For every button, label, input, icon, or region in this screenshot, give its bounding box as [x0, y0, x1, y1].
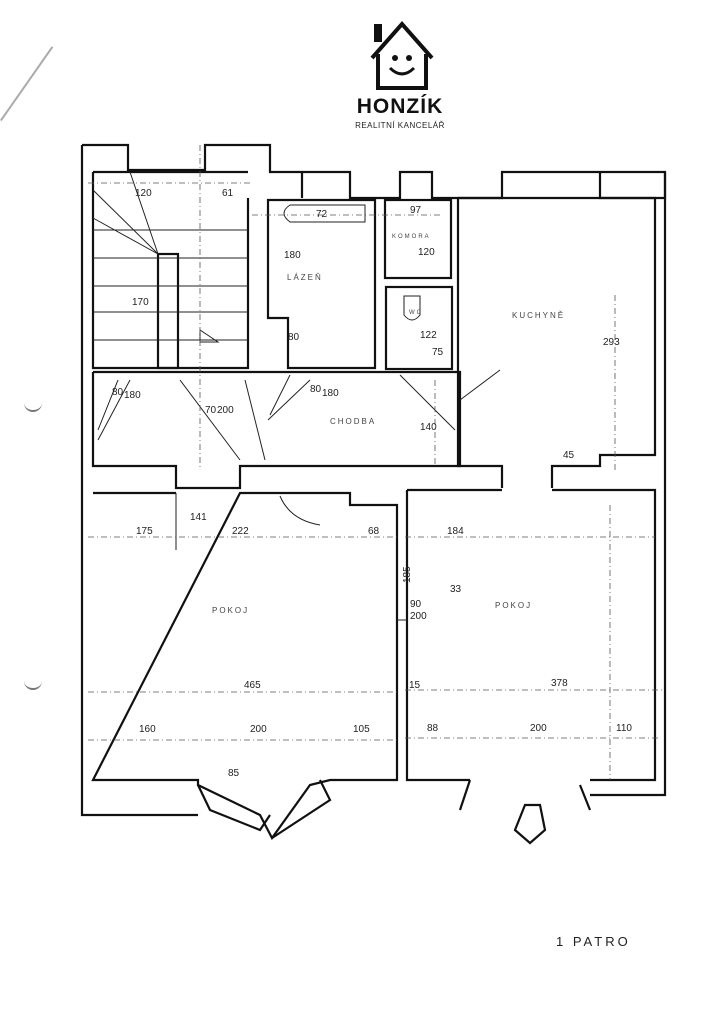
room-label-right-room: POKOJ: [495, 601, 532, 610]
room-label-kitchen: KUCHYNĚ: [512, 311, 565, 320]
company-logo: HONZÍK REALITNÍ KANCELÁŘ: [340, 18, 460, 130]
dim-label: 80: [288, 332, 300, 343]
stair-core: [156, 252, 180, 370]
dim-label: 88: [427, 723, 439, 734]
dim-label: 97: [410, 205, 422, 216]
dim-label: 90: [410, 599, 422, 610]
dim-label: 75: [432, 347, 444, 358]
dim-label: 378: [551, 678, 568, 689]
dim-label: 141: [190, 512, 207, 523]
dim-label: 68: [368, 526, 380, 537]
dim-label: 80: [112, 387, 124, 398]
room-label-hallway: CHODBA: [330, 417, 376, 426]
room-label-bathroom: LÁZEŇ: [287, 273, 323, 282]
dim-label: 200: [250, 724, 267, 735]
dim-label: 200: [410, 611, 427, 622]
toilet-icon: [403, 295, 421, 321]
left-bay-window: [197, 779, 332, 839]
right-bay-window: [458, 779, 592, 845]
dim-label: 122: [420, 330, 437, 341]
left-room-walls: [91, 491, 399, 841]
punch-hole: [24, 672, 42, 690]
room-label-wc: WC: [409, 310, 423, 316]
dim-label: 105: [353, 724, 370, 735]
dim-label: 110: [616, 723, 632, 734]
dim-label: 80: [310, 384, 322, 395]
dim-label: 85: [228, 768, 240, 779]
dim-label: 180: [124, 390, 141, 401]
dim-label: 45: [563, 450, 575, 461]
hallway-walls: [91, 370, 462, 490]
dim-label: 222: [232, 526, 249, 537]
dim-label: 180: [322, 388, 339, 399]
right-room-walls: [405, 488, 657, 782]
bathroom-walls: [266, 198, 377, 370]
dim-label: 200: [217, 405, 234, 416]
dim-label: 15: [409, 680, 421, 691]
punch-hole: [24, 394, 42, 412]
dim-label: 180: [284, 250, 301, 261]
dim-label: 120: [135, 188, 152, 199]
kitchen-walls: [456, 196, 657, 488]
logo-name: HONZÍK: [356, 95, 444, 118]
dim-label: 70: [205, 405, 217, 416]
dim-label: 160: [139, 724, 156, 735]
dim-label: 175: [136, 526, 153, 537]
dim-label: 120: [418, 247, 435, 258]
dim-label: 465: [244, 680, 261, 691]
room-label-left-room: POKOJ: [212, 606, 249, 615]
dim-label: 293: [603, 337, 620, 348]
room-label-pantry: KOMORA: [392, 234, 431, 240]
floor-label: 1 PATRO: [556, 934, 631, 949]
dim-label: 184: [447, 526, 464, 537]
dim-label: 170: [132, 297, 149, 308]
house-smiley-icon: [370, 20, 434, 90]
pantry-walls: [383, 198, 453, 280]
dim-label: 140: [420, 422, 437, 433]
wc-walls: [384, 285, 454, 371]
dim-label: 61: [222, 188, 234, 199]
logo-subtitle: REALITNÍ KANCELÁŘ: [355, 121, 445, 130]
dim-label: 200: [530, 723, 547, 734]
dim-label: 33: [450, 584, 462, 595]
dim-label: 185: [402, 566, 413, 583]
dim-label: 72: [316, 209, 328, 220]
